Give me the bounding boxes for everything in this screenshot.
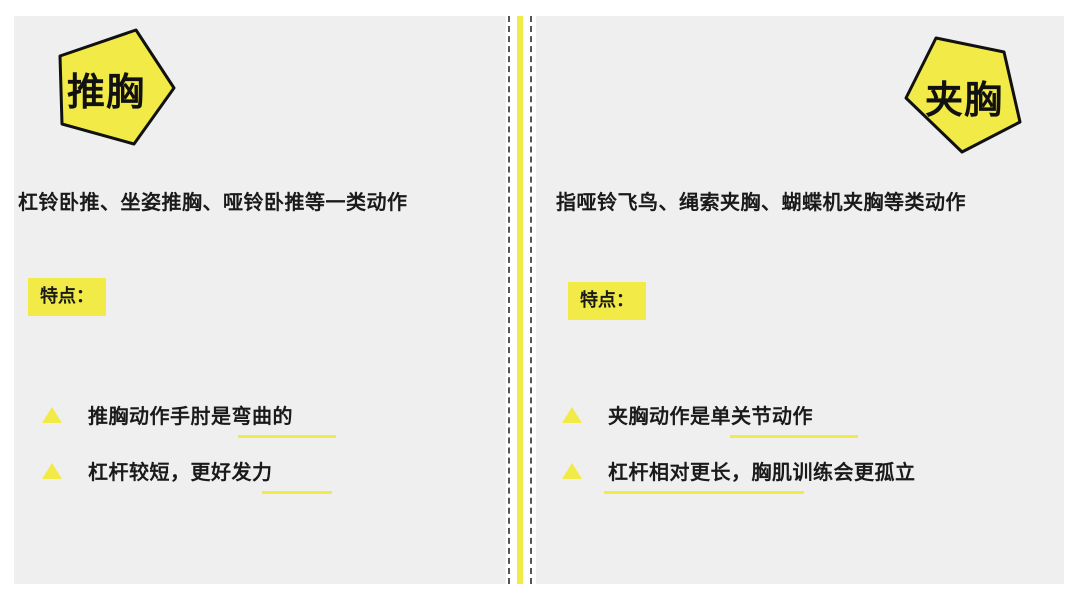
left-description: 杠铃卧推、坐姿推胸、哑铃卧推等一类动作 <box>18 190 408 214</box>
pentagon-icon <box>904 36 1022 154</box>
triangle-bullet-icon <box>562 406 582 423</box>
triangle-bullet-icon <box>562 462 582 479</box>
highlight-underline <box>730 435 858 438</box>
left-feature-label: 特点： <box>28 278 106 316</box>
bullet-text: 夹胸动作是单关节动作 <box>608 404 813 428</box>
triangle-bullet-icon <box>42 406 62 423</box>
right-bullet-2: 杠杆相对更长，胸肌训练会更孤立 <box>562 456 916 494</box>
bullet-text: 推胸动作手肘是弯曲的 <box>88 404 293 428</box>
highlight-underline <box>262 491 332 494</box>
right-bullet-1: 夹胸动作是单关节动作 <box>562 400 858 438</box>
right-description: 指哑铃飞鸟、绳索夹胸、蝴蝶机夹胸等类动作 <box>556 190 966 214</box>
left-bullet-2: 杠杆较短，更好发力 <box>42 456 332 494</box>
bullet-text: 杠杆相对更长，胸肌训练会更孤立 <box>608 460 916 484</box>
pentagon-icon <box>58 28 176 146</box>
bullet-text: 杠杆较短，更好发力 <box>88 460 273 484</box>
left-badge-text: 推胸 <box>66 69 145 114</box>
right-badge-text: 夹胸 <box>924 77 1003 122</box>
left-bullet-1: 推胸动作手肘是弯曲的 <box>42 400 336 438</box>
dashed-divider-right <box>530 16 532 584</box>
right-badge-pentagon: 夹胸 <box>902 34 1026 158</box>
left-badge-pentagon: 推胸 <box>52 26 178 150</box>
triangle-bullet-icon <box>42 462 62 479</box>
highlight-underline <box>238 435 336 438</box>
dashed-divider-left <box>508 16 510 584</box>
right-feature-label: 特点： <box>568 282 646 320</box>
center-yellow-divider <box>517 16 523 584</box>
highlight-underline <box>604 491 804 494</box>
